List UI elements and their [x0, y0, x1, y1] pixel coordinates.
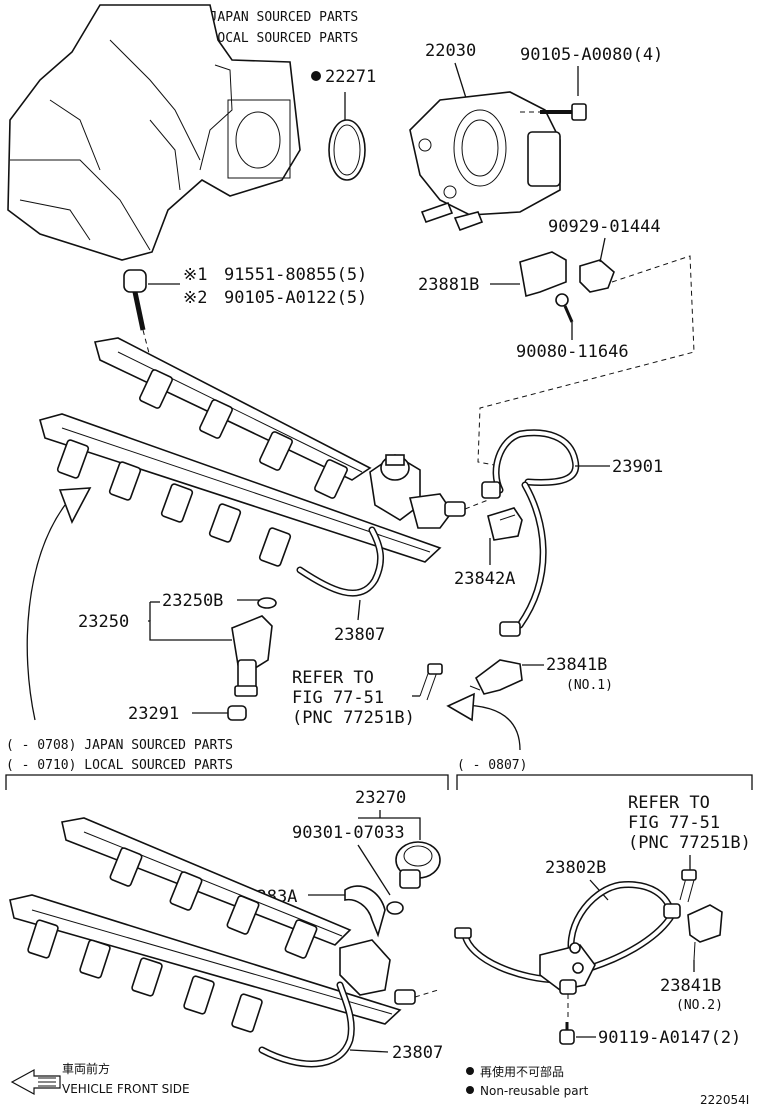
legend-dot-en: [466, 1086, 474, 1094]
label-23291: 23291: [128, 704, 179, 724]
diagram-id: 222054I: [700, 1093, 749, 1107]
gasket-22271-drawing: [328, 92, 366, 181]
label-23841b-no1-sub: (NO.1): [566, 678, 613, 693]
label-23842a: 23842A: [454, 569, 515, 589]
refer-lower-line1: REFER TO: [628, 793, 710, 813]
non-reusable-mark: [311, 71, 321, 81]
label-23250: 23250: [78, 612, 129, 632]
fuel-rail-upper-lower-section-drawing: [61, 817, 352, 959]
fuel-line-end-lower-drawing: [679, 869, 697, 903]
note-local-sourced: ※2 LOCAL SOURCED PARTS: [183, 31, 358, 46]
label-91551-80855: 91551-80855(5): [224, 265, 367, 285]
direction-arrow-right: [446, 692, 475, 722]
connector-23841b-no1-drawing: [469, 659, 523, 695]
vehicle-front-arrow-icon: [10, 1068, 61, 1096]
refer-lower-line3: (PNC 77251B): [628, 833, 751, 853]
refer-upper-line1: REFER TO: [292, 668, 374, 688]
fuel-rail-lower-drawing: [39, 413, 489, 567]
label-23901: 23901: [612, 457, 663, 477]
label-23841b-no1: 23841B: [546, 655, 607, 675]
label-23841b-no2-sub: (NO.2): [676, 998, 723, 1013]
label-23841b-no2: 23841B: [660, 976, 721, 996]
vehicle-front-en: VEHICLE FRONT SIDE: [62, 1082, 190, 1096]
label-90105-a0122: 90105-A0122(5): [224, 288, 367, 308]
pressure-regulator-23270-drawing: [386, 841, 441, 915]
legend-dot-jp: [466, 1067, 474, 1075]
label-23807-upper: 23807: [334, 625, 385, 645]
label-23270: 23270: [355, 788, 406, 808]
direction-arrow-left: [58, 487, 92, 524]
label-23802b: 23802B: [545, 858, 606, 878]
section-left-japan: ( - 0708) JAPAN SOURCED PARTS: [6, 738, 233, 753]
label-22271: 22271: [325, 67, 376, 87]
note-japan-sourced: ※1 JAPAN SOURCED PARTS: [183, 10, 358, 25]
hose-23901-drawing: [481, 429, 580, 637]
legend-en: Non-reusable part: [480, 1084, 589, 1098]
section-right: ( - 0807): [457, 758, 527, 773]
label-90105-a0080: 90105-A0080(4): [520, 45, 663, 65]
connector-23841b-no2-drawing: [687, 904, 723, 961]
hose-23802b-drawing: [454, 881, 681, 995]
refer-upper-line3: (PNC 77251B): [292, 708, 415, 728]
mark-1: ※1: [183, 265, 207, 285]
mark-2: ※2: [183, 288, 207, 308]
injector-23250-drawing: [231, 615, 273, 697]
fuel-rail-upper-drawing: [93, 337, 421, 521]
refer-upper-line2: FIG 77-51: [292, 688, 384, 708]
clip-23842a-drawing: [487, 507, 523, 541]
section-left-local: ( - 0710) LOCAL SOURCED PARTS: [6, 758, 233, 773]
label-90929-01444: 90929-01444: [548, 217, 661, 237]
intake-manifold-drawing: [7, 4, 301, 261]
vehicle-front-jp: 車両前方: [62, 1061, 110, 1076]
label-90080-11646: 90080-11646: [516, 342, 629, 362]
bracket-23881b-drawing: [519, 251, 615, 323]
label-22030: 22030: [425, 41, 476, 61]
bolt-90119-drawing: [559, 994, 575, 1045]
label-90301-07033: 90301-07033: [292, 823, 405, 843]
clip-23283a-drawing: [344, 885, 386, 938]
label-23807-lower: 23807: [392, 1043, 443, 1063]
label-23250b: 23250B: [162, 591, 223, 611]
label-23881b: 23881B: [418, 275, 479, 295]
fuel-rail-lower-lower-section-drawing: [9, 894, 439, 1033]
legend-jp: 再使用不可部品: [480, 1064, 564, 1079]
label-90119-a0147: 90119-A0147(2): [598, 1028, 741, 1048]
throttle-body-22030-drawing: [409, 91, 561, 232]
fuel-line-end-upper-drawing: [419, 663, 443, 701]
bolt-90105-a0080-drawing: [520, 103, 587, 121]
refer-lower-line2: FIG 77-51: [628, 813, 720, 833]
